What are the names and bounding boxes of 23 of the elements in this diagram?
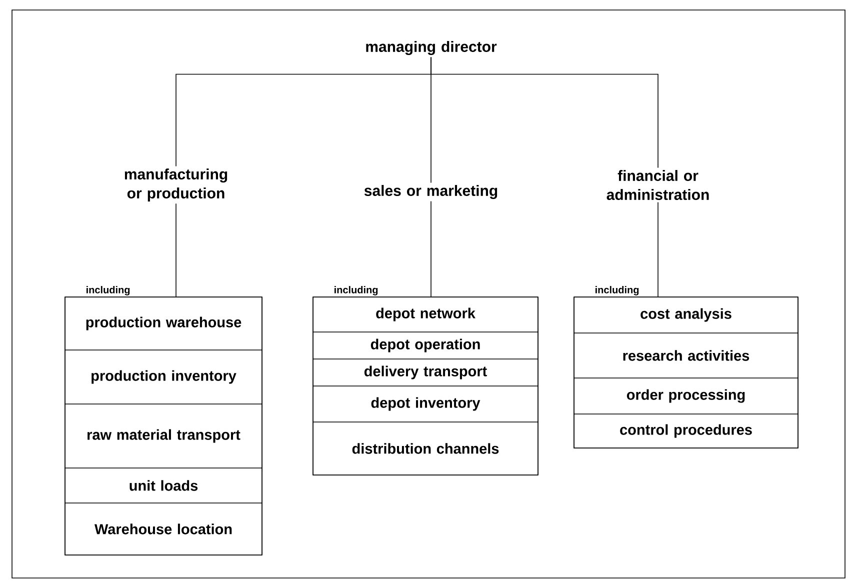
list-item: order processing [574,378,798,414]
heading: manufacturing or production [124,168,228,202]
list-item: production inventory [64,350,262,404]
heading: managing director [366,40,497,56]
connector-line [430,56,658,168]
heading: financial or administration [606,170,709,200]
list-item: depot network [312,296,538,332]
node-label: including [334,286,378,296]
node-label: including [86,286,130,296]
list-item: raw material transport [64,404,262,468]
list-item: cost analysis [574,296,798,334]
list-item: Warehouse location [64,502,262,556]
list-item: depot operation [312,332,538,360]
list-item: unit loads [64,468,262,504]
heading: sales or marketing [364,184,498,200]
connector-line [430,200,432,297]
list-item: depot inventory [312,386,538,422]
list-item: delivery transport [312,358,538,386]
list-item: research activities [574,332,798,378]
list-item: production warehouse [64,296,262,350]
list-item: distribution channels [312,422,538,476]
list-item: control procedures [574,414,798,448]
node-label: including [596,286,639,296]
